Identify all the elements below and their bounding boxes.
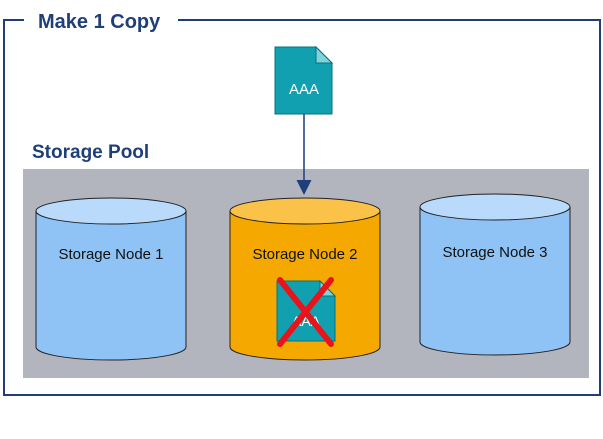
storage-node-3: Storage Node 3 xyxy=(419,193,571,356)
frame-border xyxy=(3,19,601,396)
storage-node-1: Storage Node 1 xyxy=(35,197,187,361)
storage-node-2-label: Storage Node 2 xyxy=(252,246,357,263)
frame-title: Make 1 Copy xyxy=(38,11,161,33)
pool-label: Storage Pool xyxy=(32,142,149,163)
source-object-label: AAA xyxy=(289,81,319,98)
storage-node-3-label: Storage Node 3 xyxy=(442,244,547,261)
storage-node-1-label: Storage Node 1 xyxy=(58,246,163,263)
source-document-icon xyxy=(274,45,334,115)
red-x-icon xyxy=(277,277,334,347)
storage-node-2: Storage Node 2 AAA xyxy=(229,197,381,361)
